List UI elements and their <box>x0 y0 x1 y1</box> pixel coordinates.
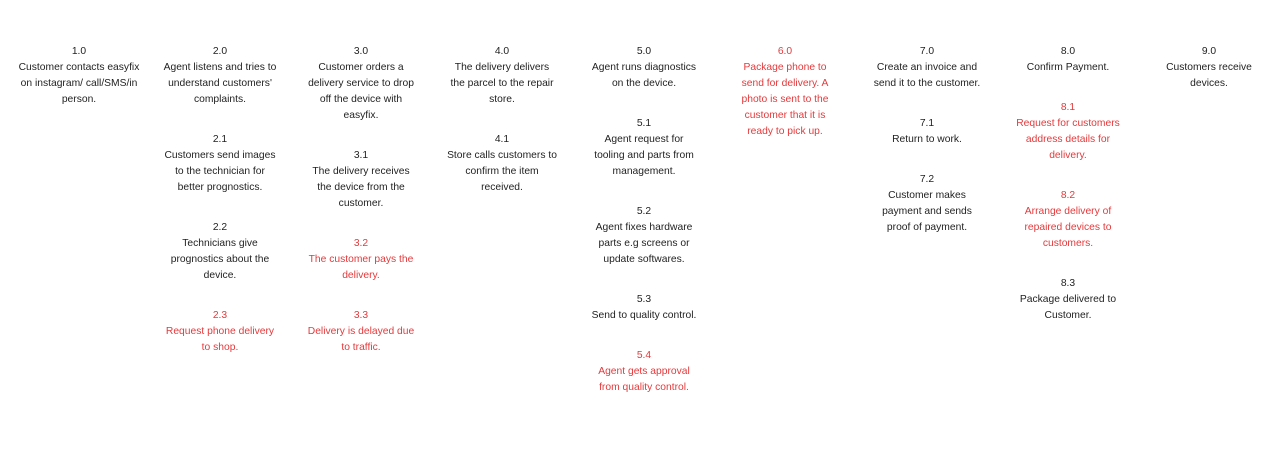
step-number: 8.2 <box>1060 190 1076 201</box>
step-number: 3.3 <box>353 310 369 321</box>
step-text: Customer contacts easyfix on instagram/ … <box>18 62 140 105</box>
step-number: 4.1 <box>494 134 510 145</box>
step-number: 7.2 <box>919 174 935 185</box>
step-text: Package phone to send for delivery. A ph… <box>741 62 829 137</box>
step-text: The delivery receives the device from th… <box>312 166 410 209</box>
step-text: Customers send images to the technician … <box>164 150 276 193</box>
step-text: The customer pays the delivery. <box>308 254 414 281</box>
step-text: Customer makes payment and sends proof o… <box>882 190 972 233</box>
step-text: Agent runs diagnostics on the device. <box>591 62 697 89</box>
step-number: 3.2 <box>353 238 369 249</box>
step-text: Create an invoice and send it to the cus… <box>873 62 981 89</box>
step-number: 2.3 <box>212 310 228 321</box>
step-number: 2.0 <box>212 46 228 57</box>
step-text: Send to quality control. <box>591 310 697 321</box>
step-number: 4.0 <box>494 46 510 57</box>
step-text: Agent request for tooling and parts from… <box>594 134 694 177</box>
step-text: Request phone delivery to shop. <box>165 326 275 353</box>
step-text: Request for customers address details fo… <box>1016 118 1120 161</box>
step-text: Agent listens and tries to understand cu… <box>163 62 277 105</box>
step-number: 2.1 <box>212 134 228 145</box>
step-number: 7.1 <box>919 118 935 129</box>
step-number: 6.0 <box>777 46 793 57</box>
step-number: 8.0 <box>1060 46 1076 57</box>
step-number: 1.0 <box>71 46 87 57</box>
step-text: Technicians give prognostics about the d… <box>170 238 270 281</box>
step-number: 3.0 <box>353 46 369 57</box>
step-number: 9.0 <box>1201 46 1217 57</box>
step-text: Agent gets approval from quality control… <box>598 366 690 393</box>
step-text: Agent fixes hardware parts e.g screens o… <box>595 222 693 265</box>
step-number: 8.1 <box>1060 102 1076 113</box>
step-number: 5.3 <box>636 294 652 305</box>
step-text: Customer orders a delivery service to dr… <box>308 62 414 121</box>
step-number: 5.1 <box>636 118 652 129</box>
step-text: The delivery delivers the parcel to the … <box>450 62 554 105</box>
step-number: 7.0 <box>919 46 935 57</box>
step-text: Delivery is delayed due to traffic. <box>307 326 415 353</box>
step-text: Store calls customers to confirm the ite… <box>447 150 557 193</box>
step-text: Return to work. <box>892 134 962 145</box>
step-number: 5.0 <box>636 46 652 57</box>
step-number: 5.2 <box>636 206 652 217</box>
step-text: Customers receive devices. <box>1166 62 1252 89</box>
step-number: 8.3 <box>1060 278 1076 289</box>
step-number: 2.2 <box>212 222 228 233</box>
step-text: Confirm Payment. <box>1026 62 1110 73</box>
step-text: Arrange delivery of repaired devices to … <box>1024 206 1112 249</box>
step-text: Package delivered to Customer. <box>1019 294 1117 321</box>
step-number: 3.1 <box>353 150 369 161</box>
step-number: 5.4 <box>636 350 652 361</box>
